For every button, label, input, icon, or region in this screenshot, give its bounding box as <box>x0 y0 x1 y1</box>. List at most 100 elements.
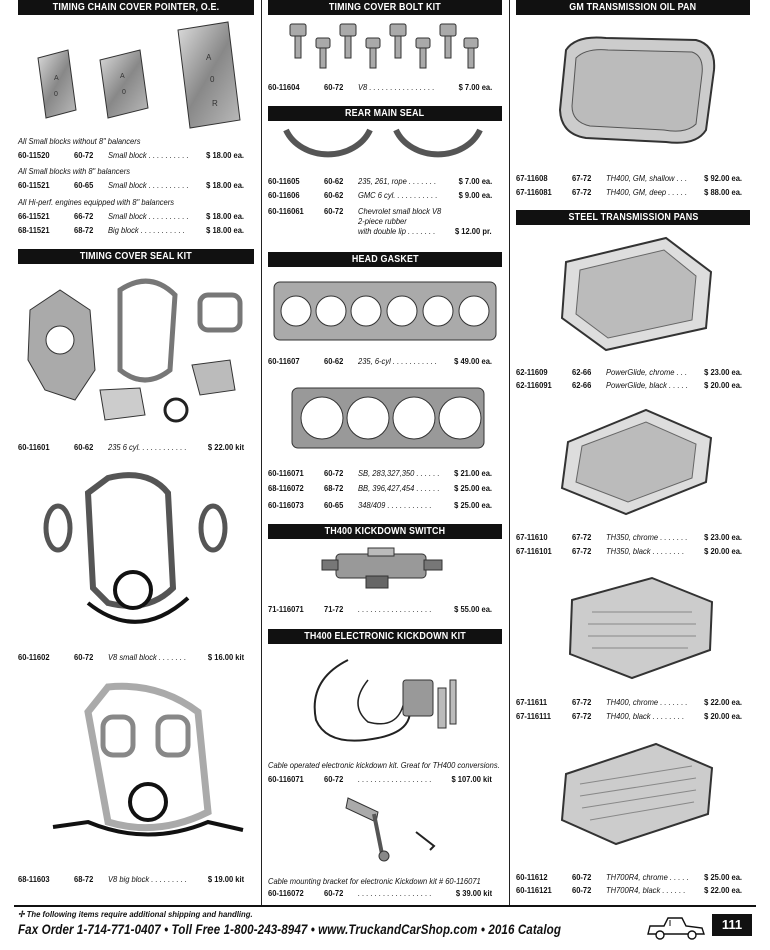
product-row: 60-11607 60-62 235, 6-cyl . . . . . . . … <box>268 355 502 367</box>
price: $ 7.00 ea. <box>458 176 492 186</box>
product-row: 68-11521 68-72 Big block . . . . . . . .… <box>18 224 254 236</box>
year-range: 67-72 <box>572 187 592 197</box>
product-row: 67-116111 67-72 TH400, black . . . . . .… <box>516 710 752 722</box>
year-range: 60-65 <box>324 500 344 510</box>
product-row: 67-116101 67-72 TH350, black . . . . . .… <box>516 545 752 557</box>
description: . . . . . . . . . . . . . . . . . . <box>358 604 432 614</box>
description: TH400, black . . . . . . . . <box>606 711 685 721</box>
price: $ 12.00 pr. <box>455 226 492 236</box>
section-header-steel-transmission-pans: STEEL TRANSMISSION PANS <box>516 210 750 225</box>
product-row: 67-11608 67-72 TH400, GM, shallow . . . … <box>516 172 752 184</box>
section-header-timing-cover-seal-kit: TIMING COVER SEAL KIT <box>18 249 254 264</box>
price: $ 18.00 ea. <box>206 150 244 160</box>
svg-text:A: A <box>206 53 212 62</box>
timing-cover-gasket-big-block-image <box>52 682 244 837</box>
price: $ 25.00 ea. <box>454 483 492 493</box>
price: $ 23.00 ea. <box>704 367 742 377</box>
part-number: 67-11611 <box>516 697 548 707</box>
part-number: 60-11601 <box>18 442 50 452</box>
svg-text:0: 0 <box>54 91 58 98</box>
th400-pan-image <box>568 576 714 680</box>
product-row: 67-11610 67-72 TH350, chrome . . . . . .… <box>516 531 752 543</box>
year-range: 67-72 <box>572 546 592 556</box>
price: $ 92.00 ea. <box>704 173 742 183</box>
powerglide-pan-image <box>560 236 713 352</box>
price: $ 88.00 ea. <box>704 187 742 197</box>
part-number: 60-11605 <box>268 176 300 186</box>
description: TH350, chrome . . . . . . . <box>606 532 688 542</box>
product-row: 60-116071 60-72 . . . . . . . . . . . . … <box>268 773 502 785</box>
timing-cover-gasket-small-block-image <box>43 472 228 624</box>
price: $ 20.00 ea. <box>704 546 742 556</box>
product-row: 60-11520 60-72 Small block . . . . . . .… <box>18 149 254 161</box>
year-range: 60-62 <box>324 356 344 366</box>
year-range: 67-72 <box>572 711 592 721</box>
description: Small block . . . . . . . . . . <box>108 180 189 190</box>
description: TH400, GM, deep . . . . . <box>606 187 688 197</box>
section-header-head-gasket: HEAD GASKET <box>268 252 502 267</box>
year-range: 60-62 <box>324 190 344 200</box>
column-divider <box>261 0 262 905</box>
year-range: 68-72 <box>74 225 94 235</box>
svg-text:R: R <box>212 99 218 108</box>
description: V8 big block . . . . . . . . . <box>108 874 188 884</box>
description: TH700R4, black . . . . . . <box>606 885 686 895</box>
part-number: 60-116121 <box>516 885 552 895</box>
page-number: 111 <box>712 914 752 936</box>
part-number: 62-116091 <box>516 380 552 390</box>
footer-contact-line: Fax Order 1-714-771-0407 • Toll Free 1-8… <box>18 922 562 937</box>
product-row: 62-11609 62-66 PowerGlide, chrome . . . … <box>516 366 752 378</box>
product-row: 60-116073 60-65 348/409 . . . . . . . . … <box>268 499 502 511</box>
description: 235, 261, rope . . . . . . . <box>358 176 437 186</box>
description: with double lip . . . . . . . <box>358 226 436 236</box>
price: $ 25.00 ea. <box>454 500 492 510</box>
description: TH400, GM, shallow . . . <box>606 173 688 183</box>
section-header-rear-main-seal: REAR MAIN SEAL <box>268 106 502 121</box>
product-row: 60-116071 60-72 SB, 283,327,350 . . . . … <box>268 467 502 479</box>
product-row: 62-116091 62-66 PowerGlide, black . . . … <box>516 379 752 391</box>
column-middle: TIMING COVER BOLT KIT 60-11604 60-72 V8 … <box>268 0 502 905</box>
year-range: 60-72 <box>324 888 344 898</box>
part-number: 60-11612 <box>516 872 548 882</box>
section-header-th400-electronic-kickdown-kit: TH400 ELECTRONIC KICKDOWN KIT <box>268 629 502 644</box>
description: . . . . . . . . . . . . . . . . . . <box>358 774 432 784</box>
price: $ 9.00 ea. <box>458 190 492 200</box>
description: Big block . . . . . . . . . . . <box>108 225 185 235</box>
head-gasket-6cyl-image <box>273 281 497 341</box>
description: Small block . . . . . . . . . . <box>108 150 189 160</box>
price: $ 107.00 kit <box>451 774 492 784</box>
year-range: 67-72 <box>572 173 592 183</box>
part-number: 62-11609 <box>516 367 548 377</box>
year-range: 60-65 <box>74 180 94 190</box>
timing-pointer-image: A0 A0 A0R <box>37 21 241 129</box>
description: PowerGlide, black . . . . . <box>606 380 688 390</box>
fitment-note: All Small blocks without 8" balancers <box>18 136 141 146</box>
part-number: 60-11520 <box>18 150 50 160</box>
description: 2-piece rubber <box>358 216 407 226</box>
product-row: 60-11612 60-72 TH700R4, chrome . . . . .… <box>516 871 752 883</box>
description: SB, 283,327,350 . . . . . . <box>358 468 440 478</box>
gm-oil-pan-image <box>558 36 716 144</box>
year-range: 60-72 <box>74 652 94 662</box>
part-number: 67-116111 <box>516 711 551 721</box>
fitment-note: All Small blocks with 8" balancers <box>18 166 131 176</box>
product-row: 68-116072 68-72 BB, 396,427,454 . . . . … <box>268 482 502 494</box>
description: 348/409 . . . . . . . . . . . <box>358 500 432 510</box>
description: Chevrolet small block V8 <box>358 206 442 216</box>
svg-text:A: A <box>120 73 125 80</box>
price: $ 55.00 ea. <box>454 604 492 614</box>
year-range: 71-72 <box>324 604 344 614</box>
price: $ 25.00 ea. <box>704 872 742 882</box>
section-header-timing-cover-bolt-kit: TIMING COVER BOLT KIT <box>268 0 502 15</box>
part-number: 68-116072 <box>268 483 304 493</box>
description: BB, 396,427,454 . . . . . . <box>358 483 440 493</box>
description: V8 . . . . . . . . . . . . . . . . <box>358 82 435 92</box>
year-range: 67-72 <box>572 697 592 707</box>
product-row: 60-116121 60-72 TH700R4, black . . . . .… <box>516 884 752 896</box>
price: $ 19.00 kit <box>207 874 244 884</box>
description: TH350, black . . . . . . . . <box>606 546 685 556</box>
description: 235 6 cyl. . . . . . . . . . . . <box>108 442 187 452</box>
description: Small block . . . . . . . . . . <box>108 211 189 221</box>
product-row: 60-116061 60-72 Chevrolet small block V8… <box>268 205 502 239</box>
